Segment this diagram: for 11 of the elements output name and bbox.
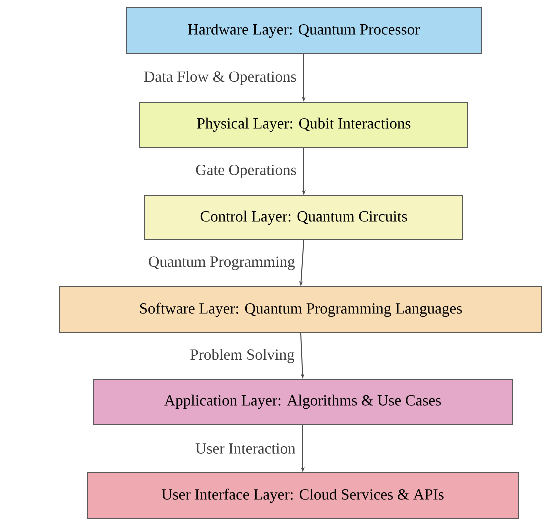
edge-label: Quantum Programming (148, 256, 296, 272)
edge-label: User Interaction (194, 442, 297, 455)
layer-box: Physical Layer: Qubit Interactions (140, 102, 468, 148)
layer-box: Software Layer: Quantum Programming Languages (60, 286, 542, 334)
layer-box: Hardware Layer: Quantum Processor (126, 8, 482, 54)
edge-label: Data Flow & Operations (142, 70, 298, 86)
edge-label: Gate Operations (194, 164, 298, 180)
edge-label: Problem Solving (189, 348, 296, 364)
layer-box: User Interface Layer: Cloud Services & APIs (87, 472, 519, 519)
layer-box: Control Layer: Quantum Circuits (144, 196, 464, 240)
layer-box: Application Layer: Algorithms & Use Cases (93, 378, 513, 425)
